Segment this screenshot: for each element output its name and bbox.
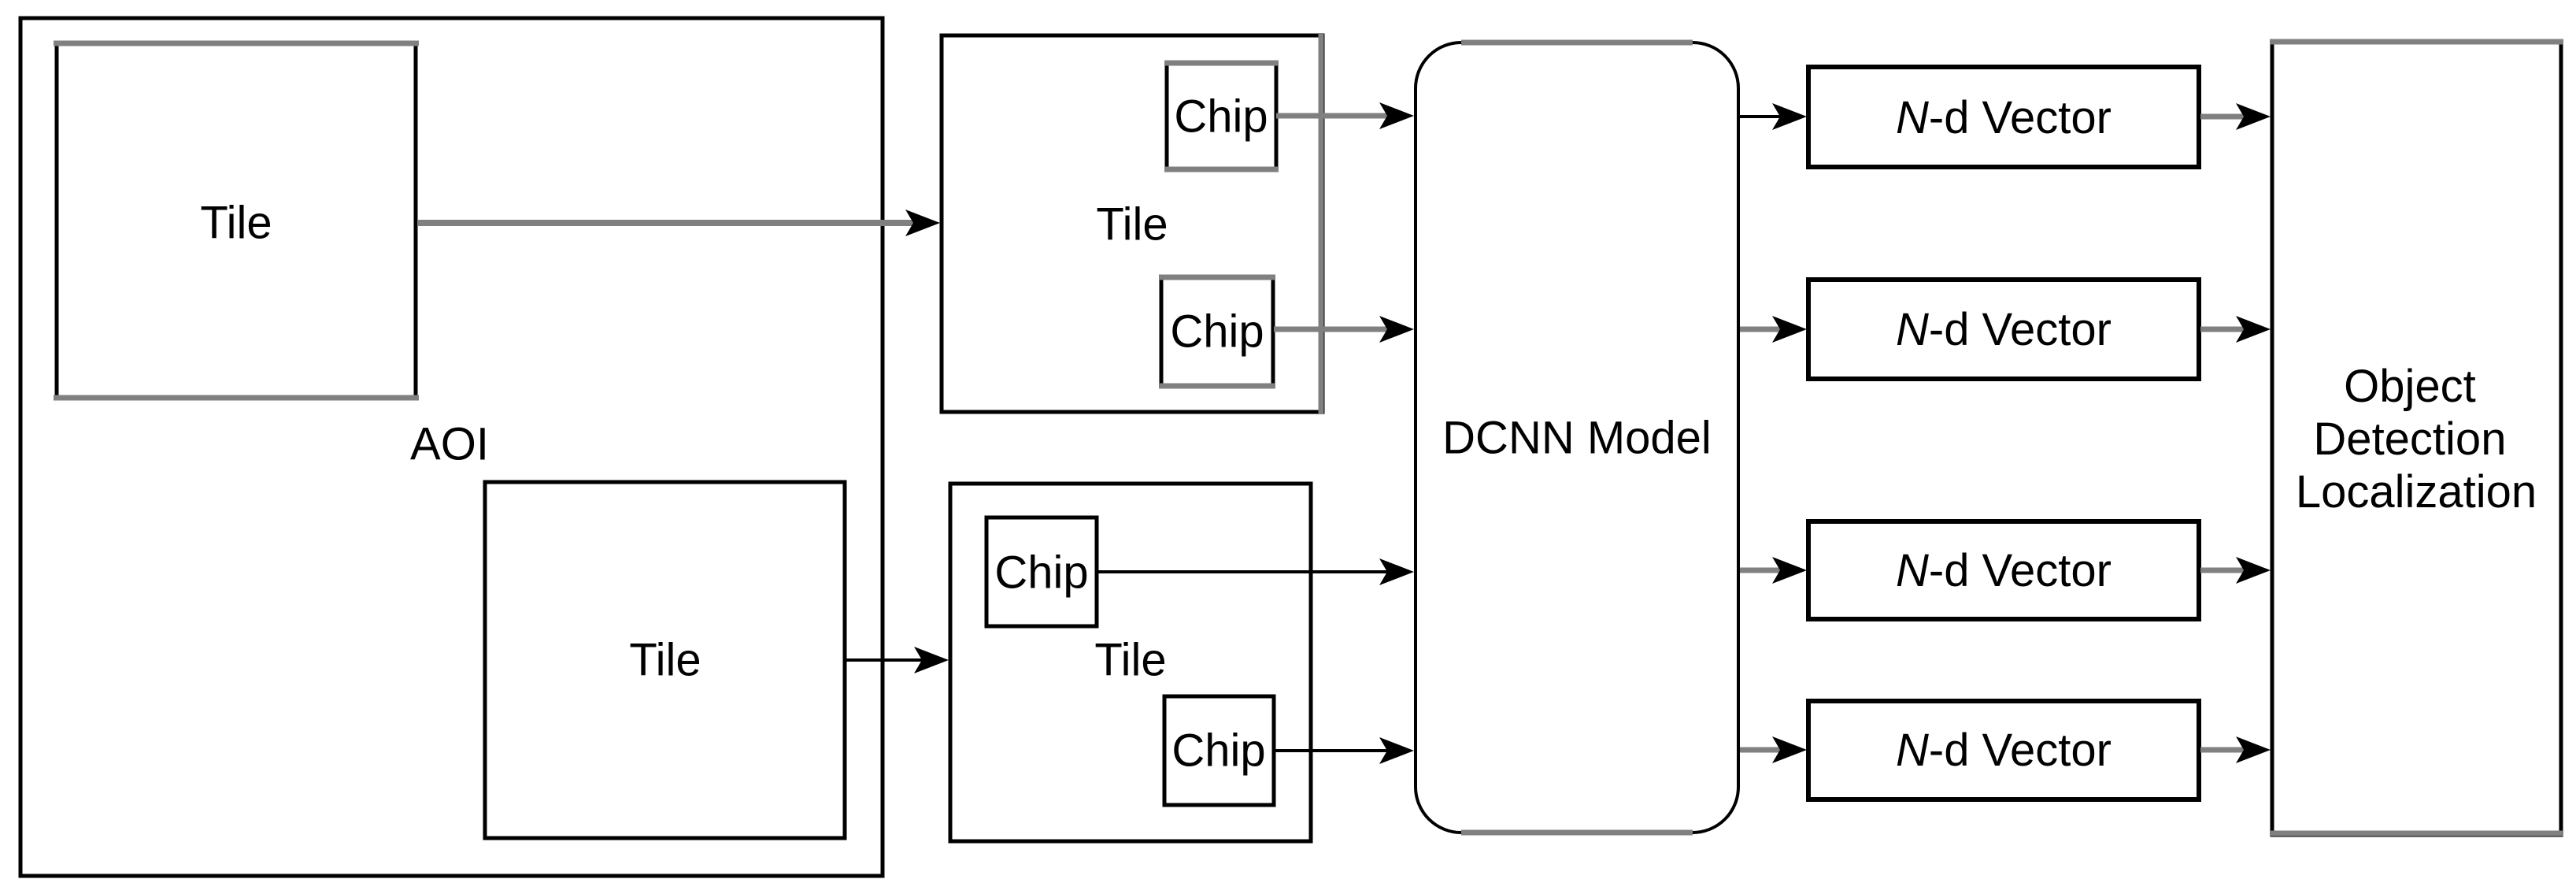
aoi-tile-1-box [54, 41, 418, 400]
arrow-chip3-to-dcnn-head [1379, 558, 1414, 585]
object-detection-box [2270, 39, 2563, 837]
arrow-tile1-to-chipped-tile1-head [905, 210, 940, 236]
chipped-tile-2-chip-2-box [1162, 694, 1276, 807]
vector-3-label: N-d Vector [1896, 545, 2112, 596]
vector-4-label-suffix: -d Vector [1929, 725, 2112, 776]
vector-3-box [1806, 519, 2201, 621]
aoi-tile-2-box [483, 480, 847, 840]
aoi-label: AOI [410, 419, 489, 470]
vector-1-label: N-d Vector [1896, 92, 2112, 143]
arrow-dcnn-to-vector4-head [1772, 736, 1807, 763]
arrow-chip2-to-dcnn-head [1379, 316, 1414, 343]
arrow-vector1-to-object-head [2236, 103, 2271, 130]
vector-3-label-suffix: -d Vector [1929, 545, 2112, 596]
vector-4-label-n: N [1896, 725, 1929, 776]
object-detection-line-3: Localization [2296, 466, 2537, 517]
vector-2-label-suffix: -d Vector [1929, 304, 2112, 355]
chipped-tile-1-chip-1-label: Chip [1174, 91, 1268, 143]
vector-2-box [1806, 277, 2201, 381]
aoi-tile-2-label: Tile [629, 635, 701, 686]
chipped-tile-2-chip-1-box [984, 515, 1099, 629]
vector-1-box [1806, 65, 2201, 169]
arrow-tile2-to-chipped-tile2-head [914, 647, 949, 673]
object-detection-line-2: Detection [2313, 414, 2506, 465]
aoi-tile-1-label: Tile [200, 198, 272, 249]
vector-2-label: N-d Vector [1896, 304, 2112, 355]
vector-1-label-suffix: -d Vector [1929, 92, 2112, 143]
vector-4-label: N-d Vector [1896, 725, 2112, 776]
vector-4-box [1806, 699, 2201, 802]
arrow-chip4-to-dcnn-head [1379, 737, 1414, 764]
arrow-vector2-to-object-head [2236, 316, 2271, 343]
arrow-chip1-to-dcnn-head [1379, 102, 1414, 129]
arrow-dcnn-to-vector1-head [1772, 103, 1807, 130]
chipped-tile-1-label: Tile [1096, 199, 1168, 250]
vector-2-label-n: N [1896, 304, 1929, 355]
chipped-tile-2-chip-2-label: Chip [1171, 725, 1265, 777]
object-detection-line-1: Object [2344, 361, 2476, 412]
chipped-tile-2-label: Tile [1094, 635, 1166, 686]
vector-3-label-n: N [1896, 545, 1929, 596]
vector-1-label-n: N [1896, 92, 1929, 143]
arrow-dcnn-to-vector2-head [1772, 316, 1807, 343]
arrow-vector3-to-object-head [2236, 557, 2271, 584]
arrow-vector4-to-object-head [2236, 736, 2271, 763]
dcnn-model-label: DCNN Model [1442, 413, 1712, 464]
object-detection-label: Object Detection Localization [2296, 361, 2537, 517]
chipped-tile-2-chip-1-label: Chip [994, 547, 1088, 599]
chipped-tile-1-chip-2-label: Chip [1170, 306, 1264, 358]
arrow-dcnn-to-vector3-head [1772, 557, 1807, 584]
